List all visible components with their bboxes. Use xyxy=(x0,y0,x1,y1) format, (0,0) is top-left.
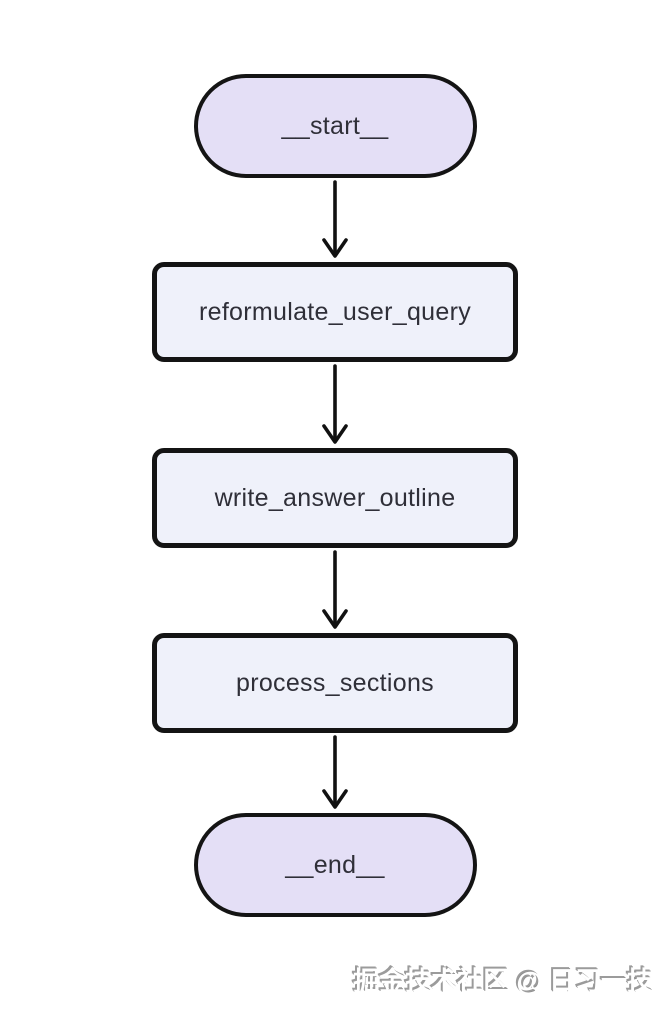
arrow-down-icon xyxy=(322,550,348,629)
node-end: __end__ xyxy=(193,813,477,917)
arrow-down-icon xyxy=(322,364,348,444)
node-process-sections-label: process_sections xyxy=(236,668,434,697)
node-reformulate-user-query: reformulate_user_query xyxy=(152,262,518,362)
node-write-answer-outline-label: write_answer_outline xyxy=(214,483,456,512)
node-write-answer-outline: write_answer_outline xyxy=(152,448,518,548)
node-reformulate-user-query-label: reformulate_user_query xyxy=(198,297,472,326)
node-end-label: __end__ xyxy=(285,850,385,879)
watermark: 掘金技术社区 @ 日习一技 xyxy=(353,961,653,998)
flowchart: __start__ reformulate_user_query write_a… xyxy=(152,74,518,917)
node-process-sections: process_sections xyxy=(152,633,518,733)
arrow-down-icon xyxy=(322,180,348,258)
node-start-label: __start__ xyxy=(281,111,389,140)
watermark-text: 掘金技术社区 @ 日习一技 xyxy=(353,966,653,996)
node-start: __start__ xyxy=(193,74,477,178)
arrow-down-icon xyxy=(322,735,348,809)
